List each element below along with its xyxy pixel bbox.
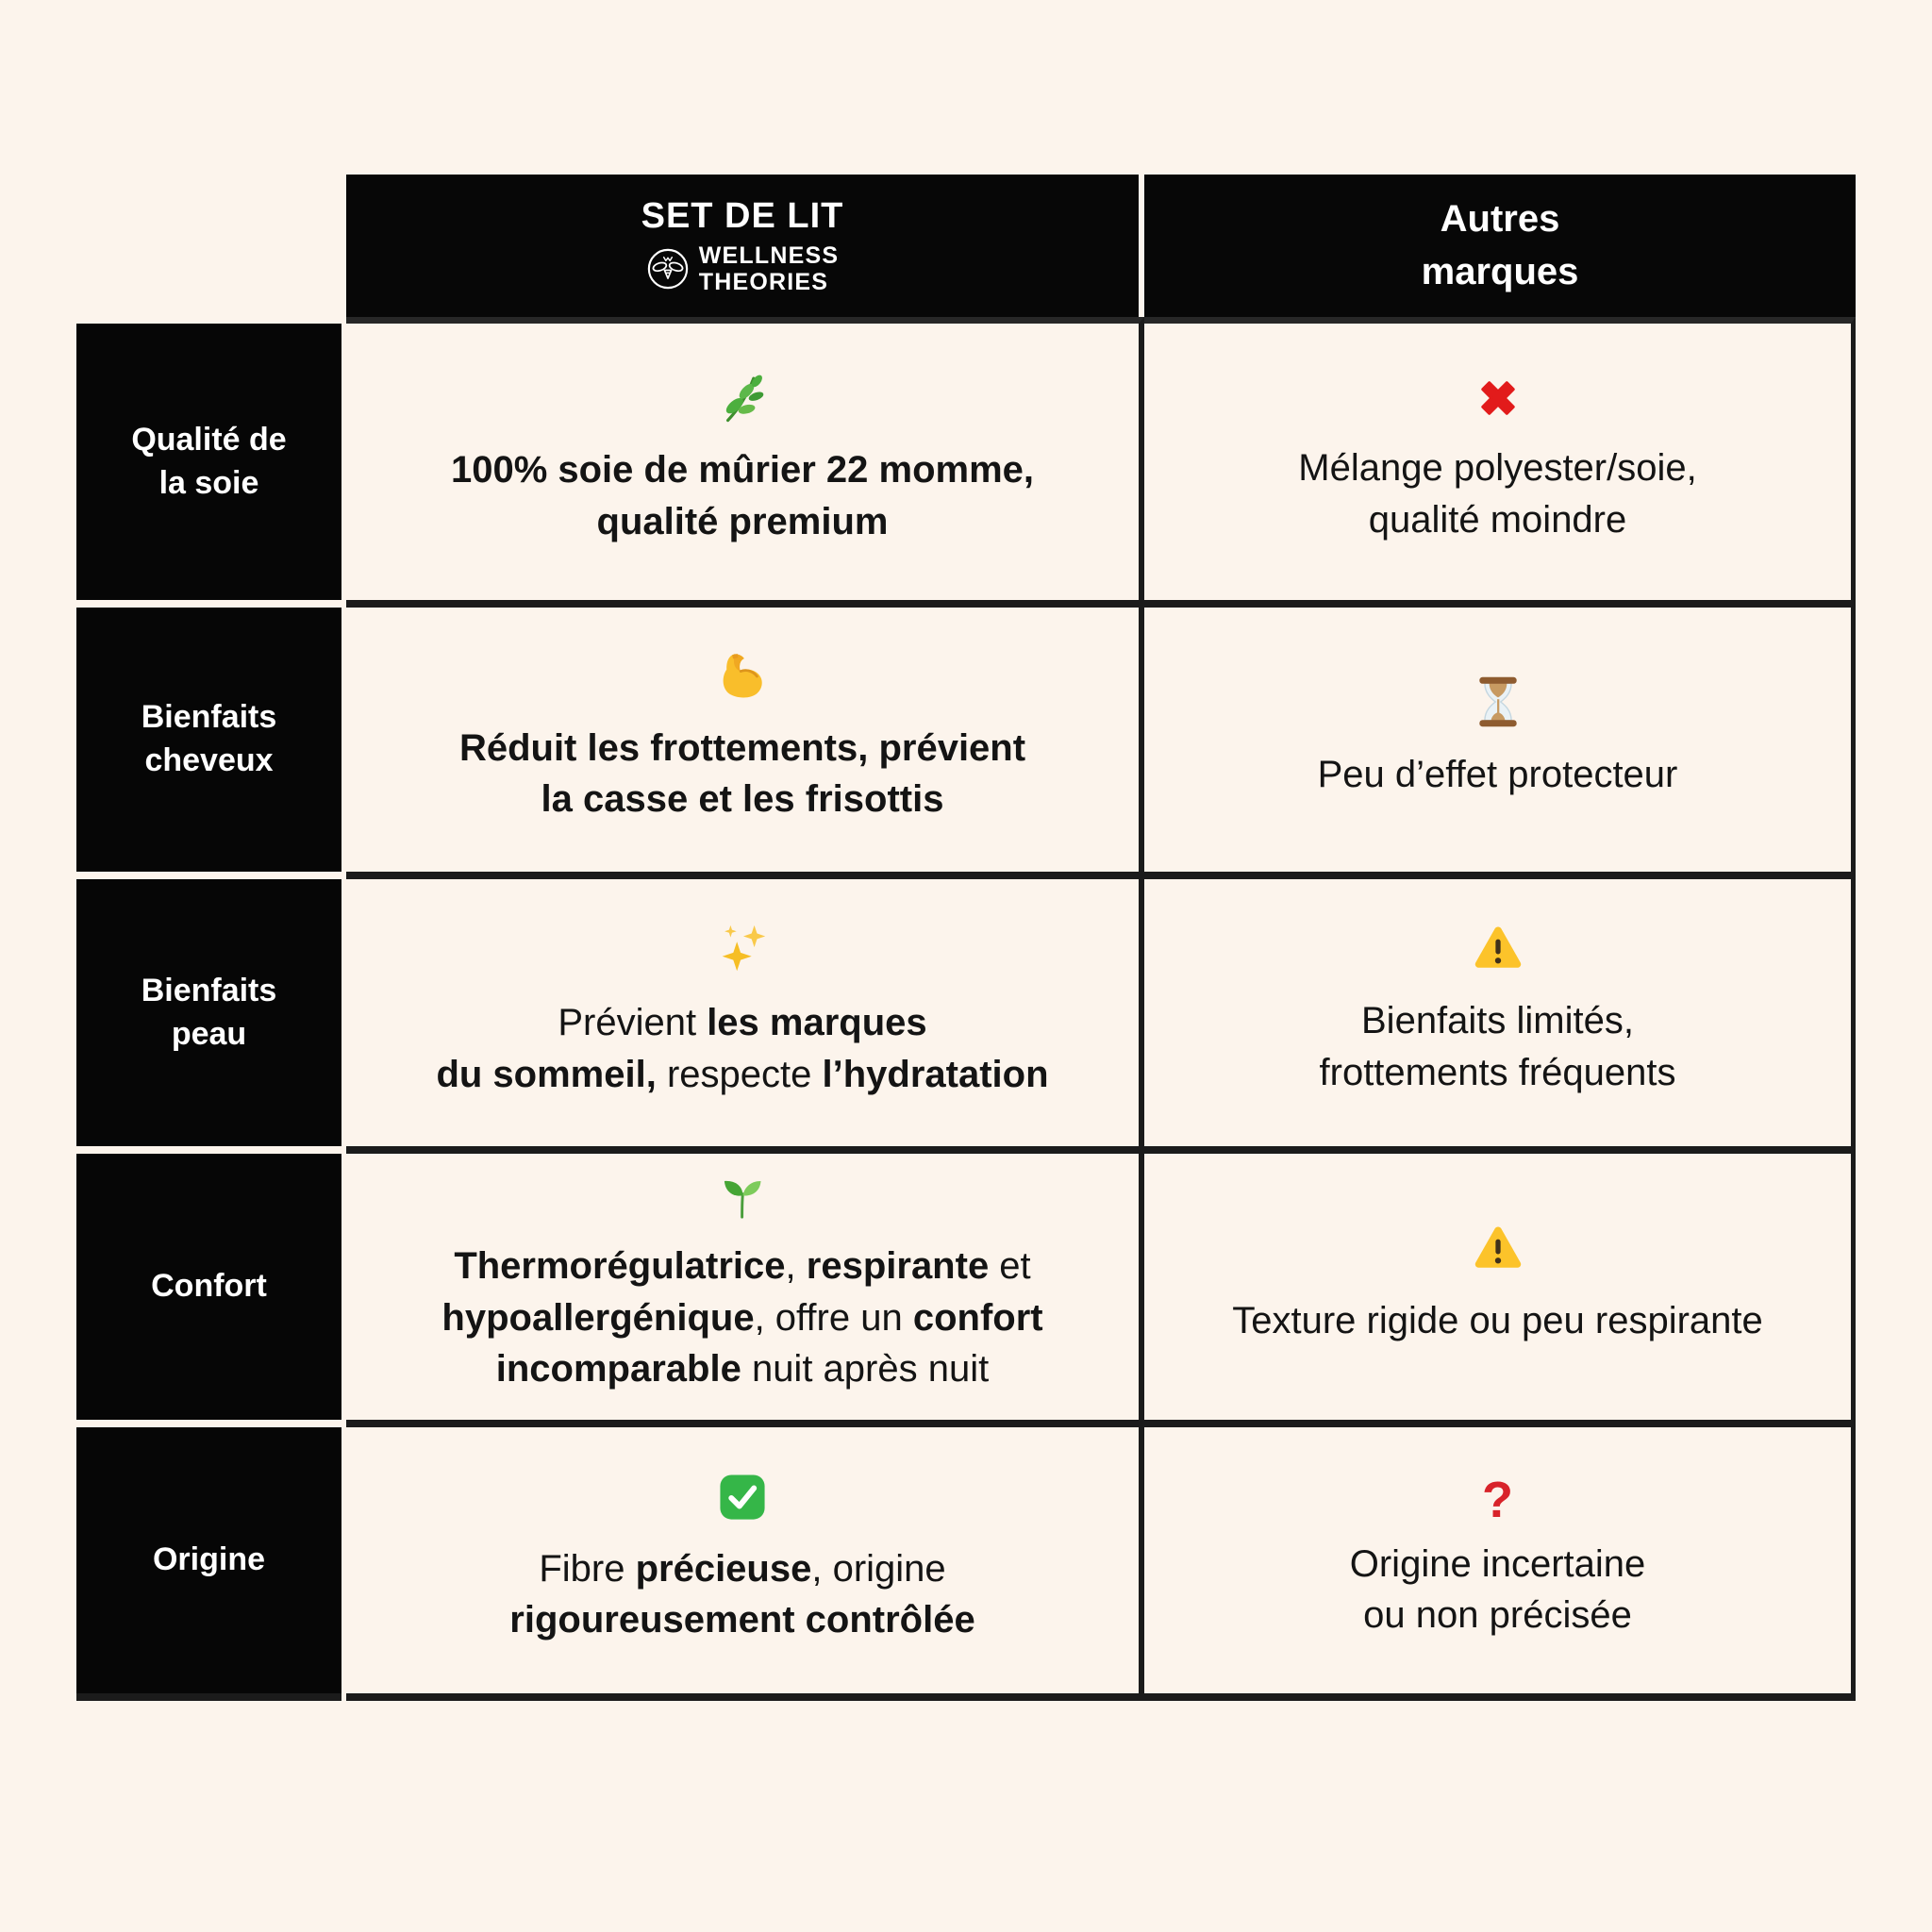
comparison-table: SET DE LIT WELLNESS THEORIES Autres marq… <box>76 175 1856 1701</box>
cross-mark-icon <box>1480 381 1515 415</box>
warning-icon <box>1474 926 1521 968</box>
seedling-icon <box>724 1181 761 1219</box>
others-cell: Peu d’effet protecteur <box>1144 608 1856 879</box>
others-cell: Texture rigide ou peu respirante <box>1144 1154 1856 1427</box>
sparkles-icon <box>722 924 766 972</box>
row-label: Origine <box>76 1427 341 1701</box>
brand-name-line: THEORIES <box>698 269 829 295</box>
brand-column-title: SET DE LIT <box>641 196 844 236</box>
table-row-comfort: Confort Thermorégulatrice, respirante et… <box>76 1154 1856 1427</box>
brand-name-line: WELLNESS <box>698 242 840 269</box>
check-mark-button-icon <box>720 1474 765 1520</box>
others-cell-text: Texture rigide ou peu respirante <box>1232 1299 1763 1341</box>
others-cell: Bienfaits limités,frottements fréquents <box>1144 879 1856 1154</box>
others-cell-text: Bienfaits limités,frottements fréquents <box>1319 1000 1676 1093</box>
brand-name: WELLNESS THEORIES <box>699 242 840 295</box>
others-column-title-line: Autres <box>1440 198 1560 241</box>
others-column-title-line: marques <box>1421 250 1579 292</box>
bee-logo-icon <box>647 248 688 290</box>
row-label: Confort <box>76 1154 341 1420</box>
brand-cell-text: 100% soie de mûrier 22 momme,qualité pre… <box>450 449 1035 542</box>
others-cell: Mélange polyester/soie,qualité moindre <box>1144 317 1856 608</box>
brand-cell: 100% soie de mûrier 22 momme,qualité pre… <box>346 317 1144 608</box>
red-question-mark-icon: ? <box>1482 1471 1513 1528</box>
warning-icon <box>1474 1226 1521 1268</box>
others-cell-text: Mélange polyester/soie,qualité moindre <box>1298 447 1697 541</box>
flexed-biceps-icon <box>723 653 762 698</box>
table-header: SET DE LIT WELLNESS THEORIES Autres marq… <box>346 175 1856 317</box>
herb-icon <box>725 375 764 423</box>
hourglass-icon <box>1478 676 1517 727</box>
others-cell-text: Peu d’effet protecteur <box>1317 753 1678 795</box>
brand-logo-lockup: WELLNESS THEORIES <box>646 242 840 295</box>
header-others-column: Autres marques <box>1144 175 1856 317</box>
header-brand-column: SET DE LIT WELLNESS THEORIES <box>346 175 1139 317</box>
